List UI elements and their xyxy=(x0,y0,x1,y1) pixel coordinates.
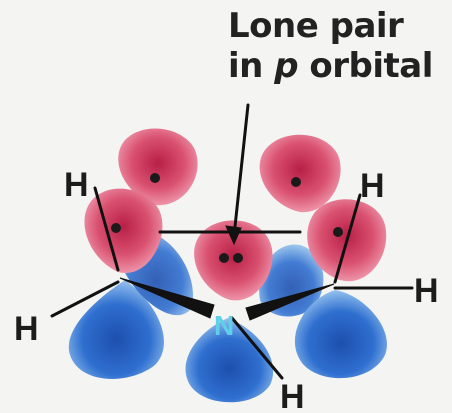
electron-dot xyxy=(111,223,121,233)
electron-dot xyxy=(333,227,343,237)
atom-h-right: H xyxy=(414,272,439,310)
atom-h-top-right: H xyxy=(360,167,385,205)
pink-lobe-top-right-back xyxy=(260,135,341,212)
callout-suffix: orbital xyxy=(298,46,433,86)
electron-dot xyxy=(150,173,160,183)
callout-prefix: in xyxy=(228,46,274,86)
atom-h-bottom: H xyxy=(280,378,305,413)
atom-nitrogen: N xyxy=(214,310,234,341)
lone-pair-electron xyxy=(219,253,229,263)
electron-dot xyxy=(291,177,301,187)
callout-arrow-shaft xyxy=(234,105,248,236)
lone-pair-electron xyxy=(233,253,243,263)
atom-h-top-left: H xyxy=(64,166,89,204)
callout-line-1: Lone pair xyxy=(228,6,433,46)
lone-pair-callout: Lone pair in p orbital xyxy=(228,6,433,86)
callout-variable: p xyxy=(274,46,298,86)
callout-line-2: in p orbital xyxy=(228,46,433,86)
atom-h-left: H xyxy=(14,310,39,348)
